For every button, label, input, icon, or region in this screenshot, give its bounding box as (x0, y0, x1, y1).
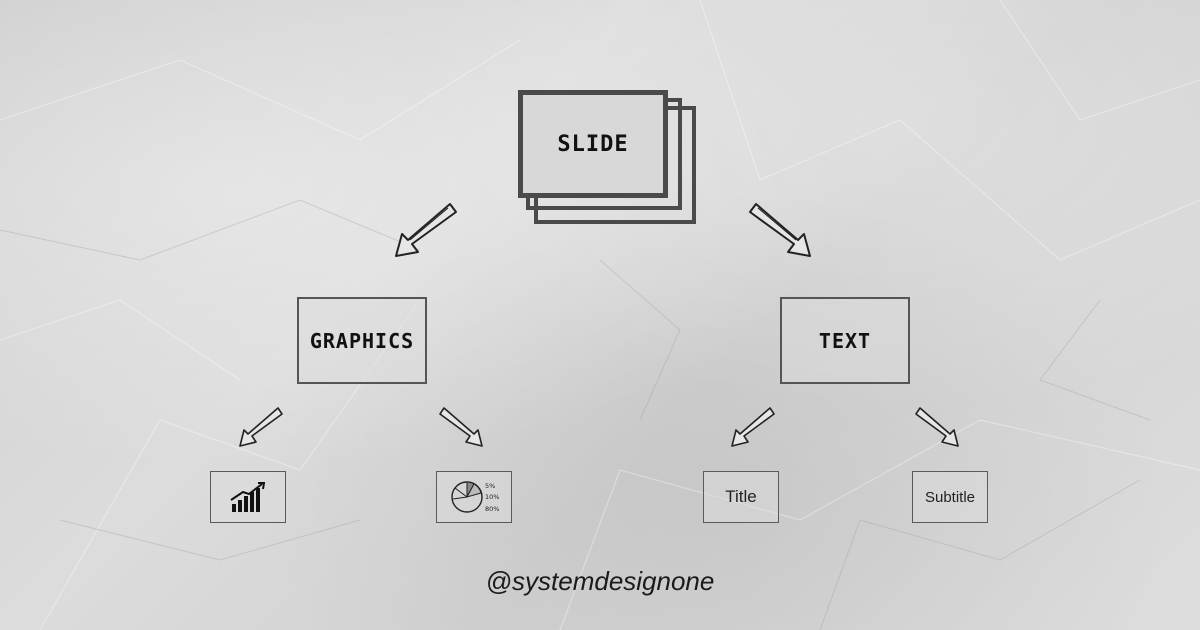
slide-node: SLIDE (518, 90, 698, 230)
watermark-handle: @systemdesignone (485, 566, 715, 596)
arrow-slide-to-graphics (395, 203, 457, 257)
arrow-graphics-to-bar-chart (239, 407, 283, 447)
title-leaf-label: Title (725, 487, 757, 506)
slide-box: SLIDE (518, 90, 668, 198)
arrow-graphics-to-pie-chart (439, 407, 483, 447)
subtitle-leaf-label: Subtitle (924, 488, 976, 506)
graphics-label: GRAPHICS (309, 328, 415, 353)
arrow-slide-to-text (749, 203, 811, 257)
arrow-text-to-title (731, 407, 775, 447)
pie-chart-icon: 5% 10% 80% (451, 481, 499, 513)
pie-label-2: 10% (485, 493, 499, 501)
bar-chart-leaf (210, 471, 286, 523)
pie-label-3: 80% (485, 505, 499, 513)
arrow-text-to-subtitle (915, 407, 959, 447)
text-node: TEXT (780, 297, 910, 384)
title-leaf: Title (703, 471, 779, 523)
graphics-node: GRAPHICS (297, 297, 427, 384)
pie-chart-leaf: 5% 10% 80% (436, 471, 512, 523)
slide-label: SLIDE (557, 131, 629, 157)
text-label: TEXT (818, 328, 872, 353)
pie-label-1: 5% (485, 482, 495, 490)
bar-chart-icon (230, 482, 266, 512)
subtitle-leaf: Subtitle (912, 471, 988, 523)
